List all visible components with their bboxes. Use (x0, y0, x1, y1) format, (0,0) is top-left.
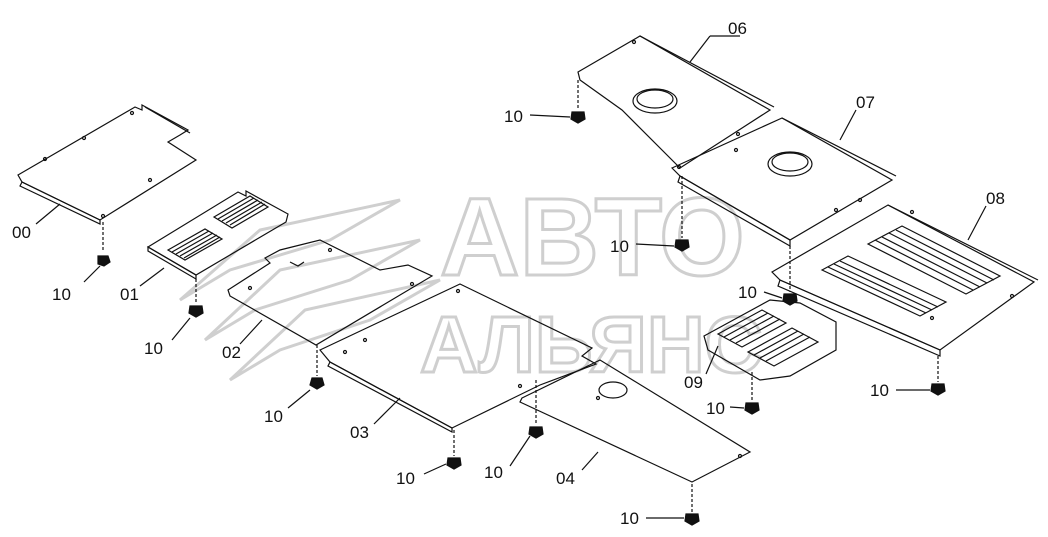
bolt-icon-00 (97, 222, 111, 267)
part-08-vent-grilles (820, 225, 1002, 317)
callout-09: 09 (684, 373, 703, 392)
bolt-icon-04b (684, 484, 700, 526)
bolt-icon-02 (309, 345, 325, 390)
callout-07: 07 (856, 93, 875, 112)
part-06-panel (577, 35, 775, 170)
callout-08: 08 (986, 189, 1005, 208)
callout-10-b: 10 (144, 339, 163, 358)
watermark-line2: АЛЬЯНС (420, 300, 762, 389)
callout-labels: 00 01 02 03 04 06 07 08 09 10 10 10 10 1… (12, 19, 1005, 528)
bolt-icon-07 (674, 176, 690, 252)
callout-10-c: 10 (264, 407, 283, 426)
callout-06: 06 (728, 19, 747, 38)
bolt-icon-09 (744, 372, 760, 415)
callout-10-e: 10 (484, 463, 503, 482)
callout-02: 02 (222, 343, 241, 362)
part-08-panel (771, 204, 1039, 357)
part-03-panel (319, 283, 598, 433)
callout-10-f: 10 (620, 509, 639, 528)
callout-01: 01 (120, 285, 139, 304)
callout-10-a: 10 (52, 285, 71, 304)
part-02-panel (227, 239, 434, 346)
bolt-icon-01 (188, 279, 204, 318)
part-01-vent-grilles (166, 195, 270, 261)
callout-10-g: 10 (504, 107, 523, 126)
part-09-panel (703, 299, 837, 381)
callout-10-h: 10 (610, 237, 629, 256)
part-09-vent-grilles (716, 309, 820, 367)
watermark-line1: АВТО (440, 176, 745, 299)
bolt-icon-03 (446, 430, 462, 470)
watermark-logo-mark (179, 198, 441, 382)
part-04-panel (519, 359, 752, 483)
callout-10-d: 10 (396, 469, 415, 488)
part-00-panel (17, 103, 198, 225)
callout-10-i: 10 (738, 283, 757, 302)
bolt-icon-06 (570, 80, 586, 124)
callout-00: 00 (12, 223, 31, 242)
leader-lines (35, 35, 987, 519)
callout-03: 03 (350, 423, 369, 442)
callout-10-k: 10 (706, 399, 725, 418)
bolt-icon-08a (782, 246, 798, 306)
callout-10-j: 10 (870, 381, 889, 400)
callout-04: 04 (556, 469, 575, 488)
bolt-icon-04a (528, 380, 544, 439)
bolt-icon-08b (930, 356, 946, 396)
part-01-panel (146, 189, 289, 281)
